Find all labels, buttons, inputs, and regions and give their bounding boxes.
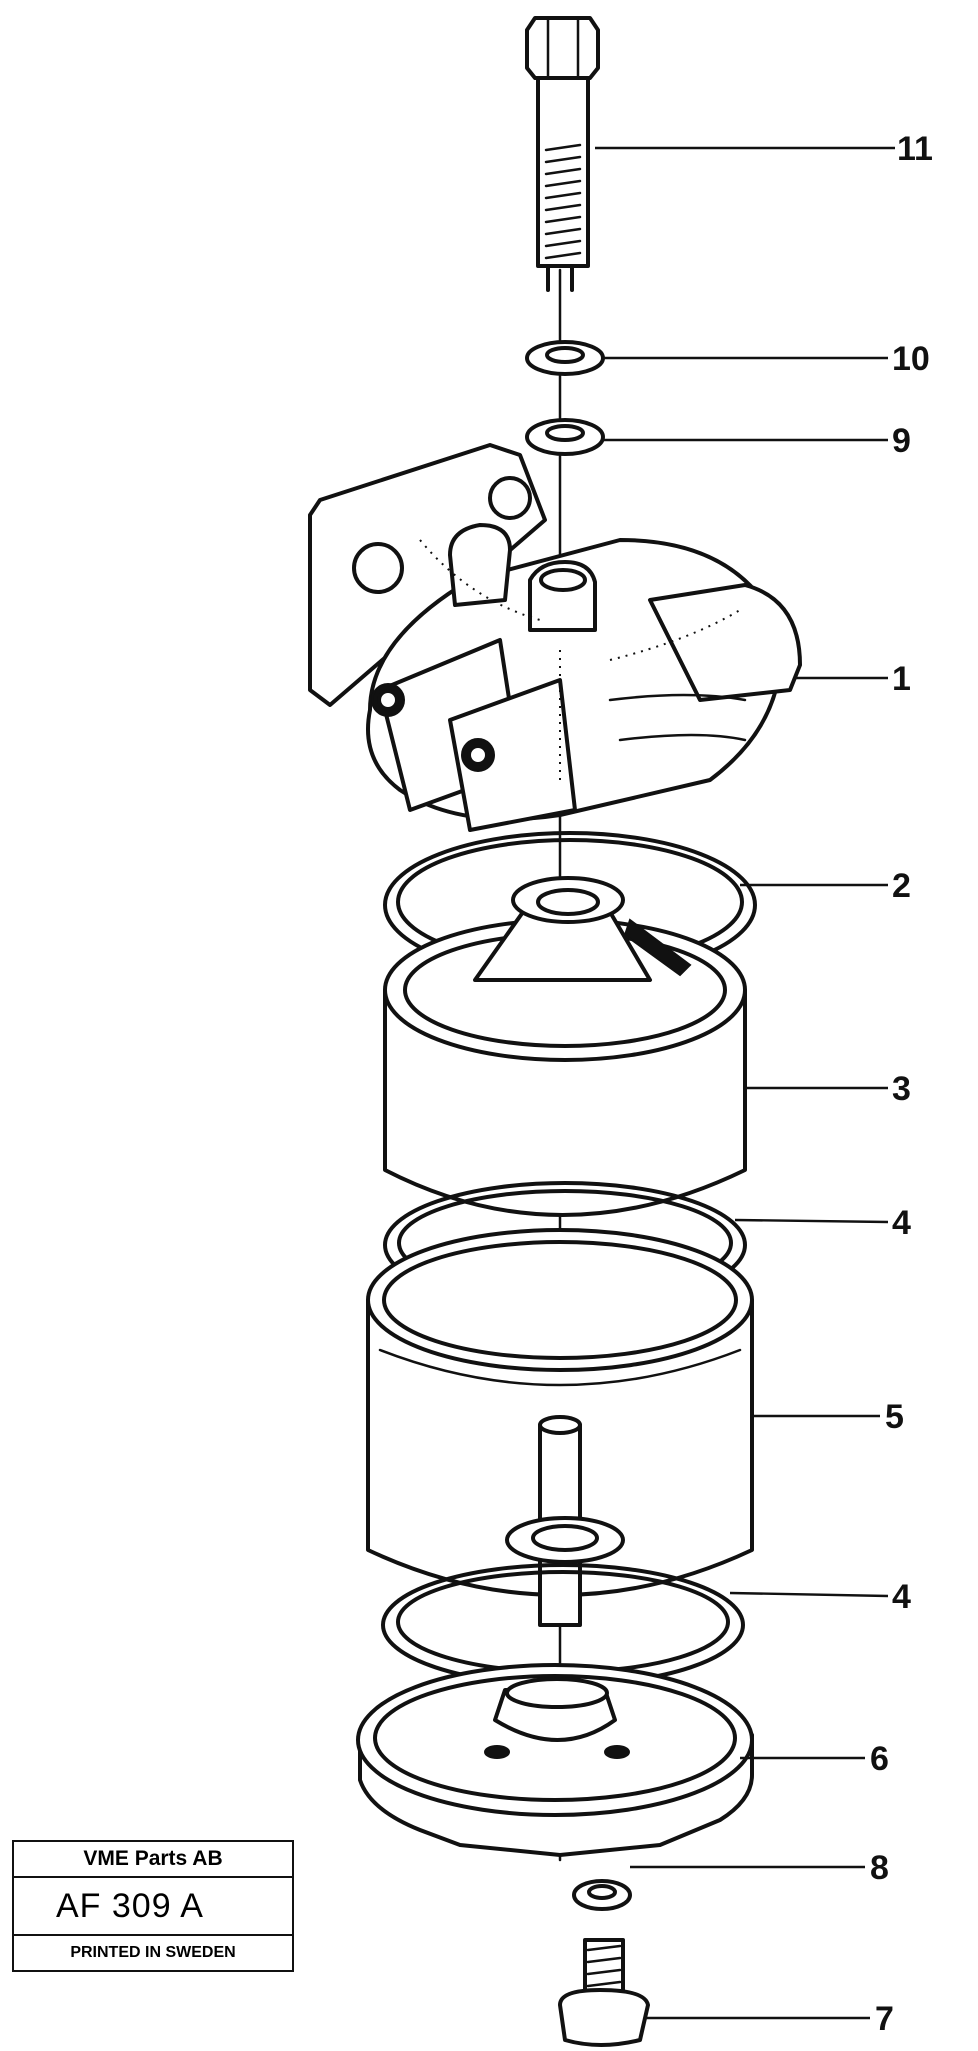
part-base-cover xyxy=(356,1663,754,1857)
part-bowl xyxy=(366,1228,754,1627)
callout-6: 6 xyxy=(870,1740,889,1778)
callout-8: 8 xyxy=(870,1849,889,1887)
part-drain-plug xyxy=(558,1938,650,2047)
print-note: PRINTED IN SWEDEN xyxy=(70,1944,236,1961)
drawing-code: AF 309 A xyxy=(14,1878,292,1936)
callout-1: 1 xyxy=(892,660,911,698)
callout-10: 10 xyxy=(892,340,930,378)
part-washer-upper xyxy=(525,340,605,376)
title-block: VME Parts AB AF 309 A PRINTED IN SWEDEN xyxy=(12,1840,294,1972)
callout-9: 9 xyxy=(892,422,911,460)
leader-4b xyxy=(729,1591,889,1598)
callout-5: 5 xyxy=(885,1398,904,1436)
leader-4a xyxy=(734,1218,889,1224)
callout-3: 3 xyxy=(892,1070,911,1108)
part-filter-head xyxy=(308,443,802,832)
part-drain-seal xyxy=(572,1879,632,1911)
part-bolt xyxy=(525,16,600,292)
part-washer-lower xyxy=(525,418,605,456)
callout-11: 11 xyxy=(897,130,933,168)
callout-4a: 4 xyxy=(892,1204,911,1242)
callout-4b: 4 xyxy=(892,1578,911,1616)
part-filter-element xyxy=(383,876,747,1217)
callout-7: 7 xyxy=(875,2000,894,2038)
callout-2: 2 xyxy=(892,867,911,905)
company-name: VME Parts AB xyxy=(14,1842,292,1878)
